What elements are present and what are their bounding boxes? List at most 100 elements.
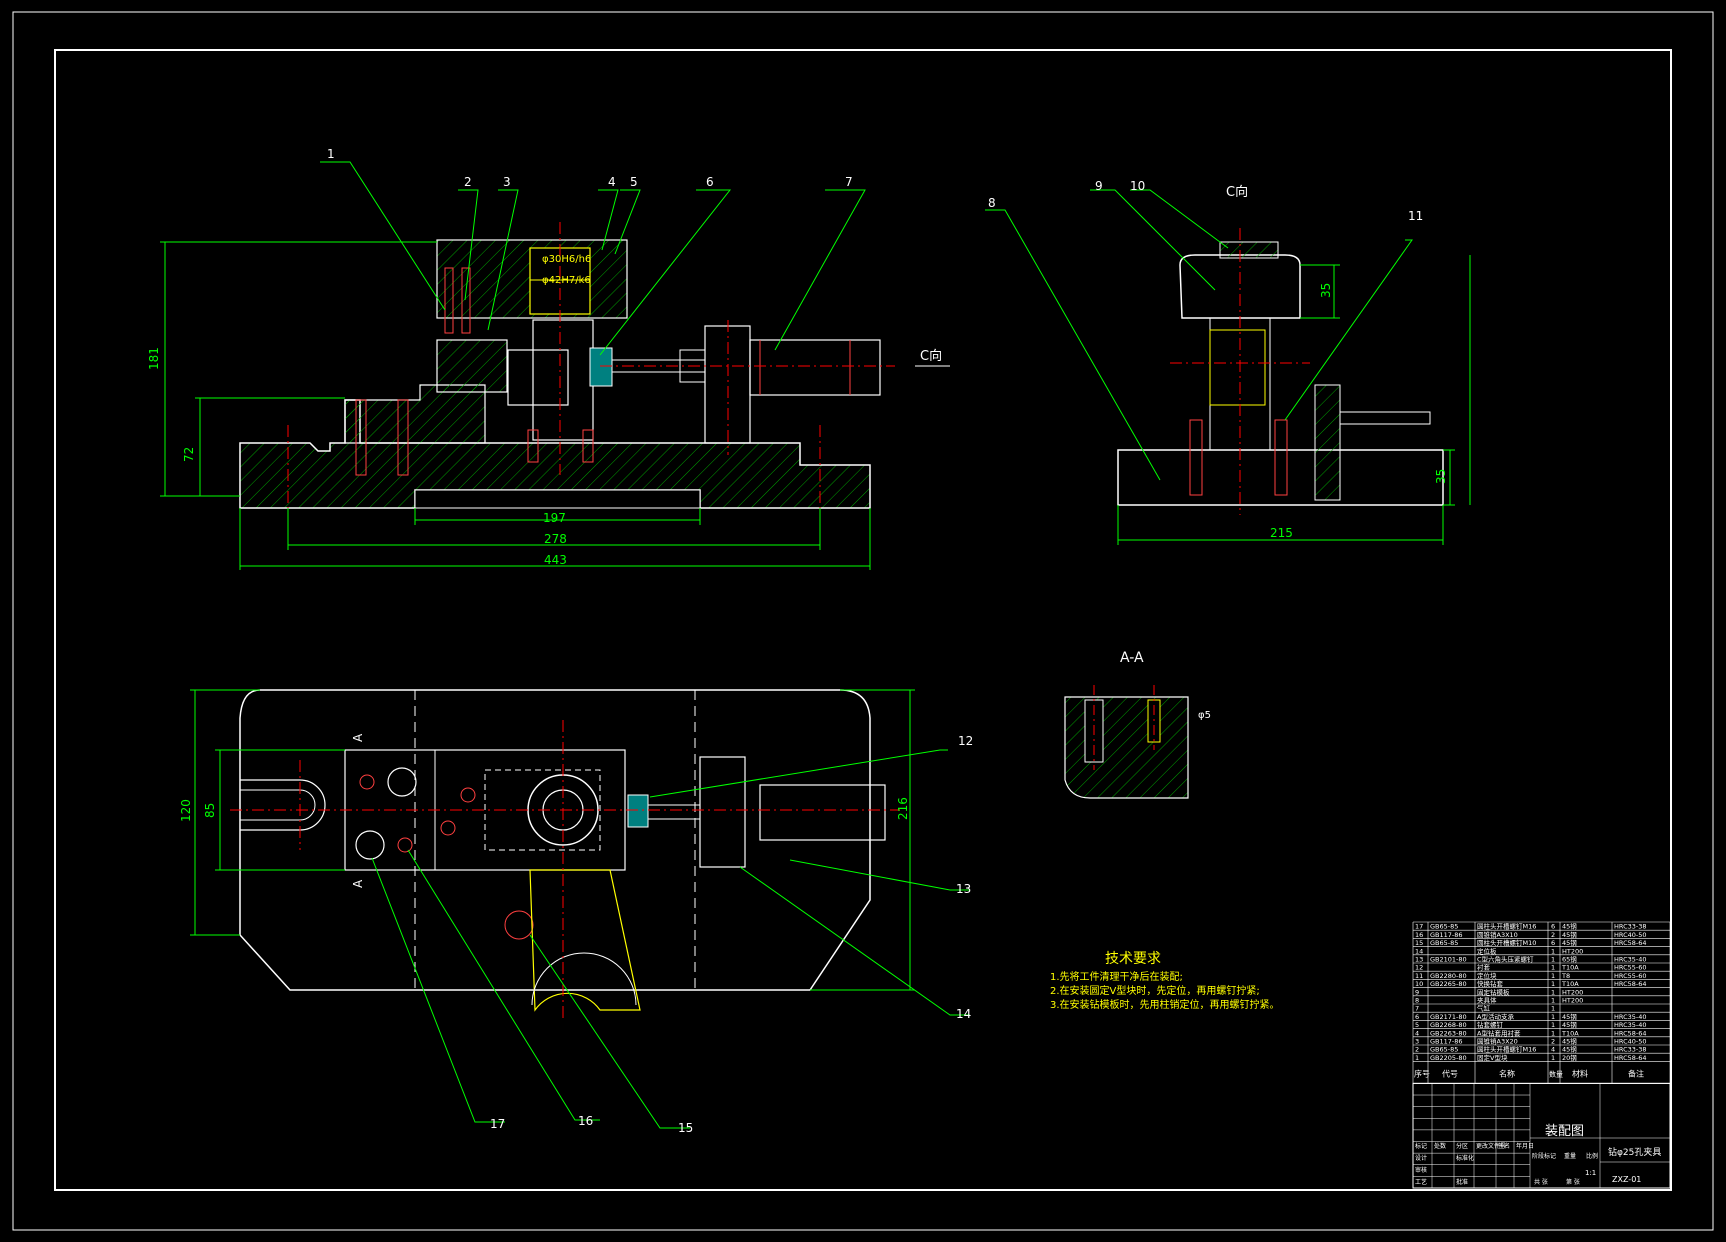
bom-cell-code: GB2280-80	[1430, 972, 1467, 980]
plan-dim-216: 216	[896, 797, 910, 820]
side-dimensions	[1117, 255, 1471, 545]
bom-header-material: 材料	[1572, 1068, 1588, 1078]
front-dim-278: 278	[544, 532, 567, 546]
bom-cell-qty: 2	[1551, 931, 1555, 939]
bom-cell-qty: 1	[1551, 1005, 1555, 1013]
side-view: C向 215 35 35	[985, 179, 1471, 545]
side-leaders	[985, 189, 1413, 481]
section-aa-title: A-A	[1120, 650, 1144, 666]
plan-u-slot-inner	[240, 789, 316, 821]
bom-cell-remark: HRC35-40	[1614, 1013, 1647, 1021]
balloon-13: 13	[956, 882, 971, 896]
plan-cylinder-body	[759, 784, 886, 841]
bom-cell-name: 衬套	[1477, 963, 1491, 972]
title-label: 工艺	[1415, 1178, 1427, 1186]
title-part-name: 钻φ25孔夹具	[1608, 1146, 1661, 1158]
section-aa-fit: φ5	[1198, 710, 1211, 721]
section-aa-body	[1064, 696, 1189, 799]
bom-cell-no: 12	[1415, 964, 1423, 972]
section-mark-a-top: A	[351, 733, 365, 742]
plan-piston-rod	[639, 804, 701, 820]
plan-view: A A 120 85 216 12 13 14 15 16 17	[179, 689, 973, 1135]
front-fit-upper: φ30H6/h6	[542, 254, 591, 265]
plan-pin-3	[460, 787, 476, 803]
bom-cell-no: 7	[1415, 1005, 1419, 1013]
bom-header-name: 名称	[1499, 1068, 1515, 1078]
bom-cell-remark: HRC58-64	[1614, 939, 1647, 947]
bom-cell-qty: 2	[1551, 1038, 1555, 1046]
front-bolt-3	[355, 399, 367, 476]
balloon-2: 2	[464, 175, 472, 189]
bom-cell-code: GB2265-80	[1430, 980, 1467, 988]
title-block-frame	[1412, 1082, 1671, 1189]
tech-req-item-3: 3.在安装钻模板时，先用柱销定位，再用螺钉拧紧。	[1050, 998, 1280, 1011]
title-label: 更改文件号	[1476, 1142, 1506, 1150]
bom-cell-name: 固定钻模板	[1477, 987, 1510, 996]
plan-dim-120: 120	[179, 799, 193, 822]
bom-cell-qty: 1	[1551, 947, 1555, 955]
bom-cell-no: 3	[1415, 1038, 1419, 1046]
tech-req-item-2: 2.在安装圆定V型块时，先定位，再用螺钉拧紧;	[1050, 984, 1260, 997]
side-bolt-right	[1274, 419, 1288, 496]
balloon-11: 11	[1408, 209, 1423, 223]
tech-req-title: 技术要求	[1105, 951, 1161, 967]
plan-leaders	[371, 749, 970, 1129]
side-cylinder-rod	[1339, 411, 1431, 425]
title-label: 标准化	[1456, 1154, 1474, 1162]
bom-cell-material: T10A	[1561, 964, 1579, 972]
bom-cell-material: HT200	[1562, 988, 1583, 996]
bom-cell-material: T8	[1561, 972, 1570, 980]
plan-screw-head-2	[355, 830, 385, 860]
front-bolt-1	[444, 267, 454, 334]
title-drawing-name: 装配图	[1545, 1124, 1584, 1139]
bom-cell-name: C型六角头压紧螺钉	[1477, 955, 1534, 964]
section-aa: A-A φ5	[1064, 650, 1211, 799]
plan-pin-2	[397, 837, 413, 853]
balloon-17: 17	[490, 1117, 505, 1131]
plan-cylinder-mount	[699, 756, 746, 868]
bom-cell-no: 10	[1415, 980, 1423, 988]
bom-cell-qty: 6	[1551, 939, 1555, 947]
bom-cell-material: HT200	[1562, 997, 1583, 1005]
bom-cell-no: 15	[1415, 939, 1423, 947]
title-label: 比例	[1586, 1152, 1598, 1160]
plan-u-slot	[240, 779, 326, 831]
bom-cell-no: 4	[1415, 1029, 1419, 1037]
inner-frame-border	[54, 49, 1672, 1191]
plan-pin-4	[440, 820, 456, 836]
bom-cell-name: 钻套螺钉	[1477, 1020, 1504, 1029]
tech-requirements: 技术要求 1.先将工件清理干净后在装配; 2.在安装圆定V型块时，先定位，再用螺…	[1050, 951, 1280, 1011]
balloon-15: 15	[678, 1121, 693, 1135]
bom-cell-remark: HRC58-64	[1614, 1054, 1647, 1062]
bom-cell-name: 固定V型块	[1477, 1053, 1508, 1062]
plan-pin-5	[504, 910, 534, 940]
bom-cell-material: 45钢	[1562, 923, 1577, 931]
bom-cell-no: 1	[1415, 1054, 1419, 1062]
front-cylinder-body	[749, 339, 881, 396]
title-drawing-no: ZXZ-01	[1612, 1175, 1641, 1184]
front-bolt-5	[527, 429, 539, 463]
balloon-8: 8	[988, 196, 996, 210]
front-bolt-6	[582, 429, 594, 463]
bom-cell-material: 20钢	[1562, 1054, 1577, 1062]
bom-cell-no: 14	[1415, 947, 1423, 955]
balloon-3: 3	[503, 175, 511, 189]
plan-dim-85: 85	[203, 803, 217, 818]
bom-cell-code: GB2268-80	[1430, 1021, 1467, 1029]
bom-cell-remark: HRC33-38	[1614, 1046, 1647, 1054]
balloon-5: 5	[630, 175, 638, 189]
bom-cell-no: 6	[1415, 1013, 1419, 1021]
title-block: 装配图钻φ25孔夹具ZXZ-011:1标记处数分区更改文件号签名年月日设计标准化…	[1412, 1082, 1671, 1189]
bom-cell-no: 8	[1415, 997, 1419, 1005]
bom-cell-material: 45钢	[1562, 1038, 1577, 1046]
balloon-7: 7	[845, 175, 853, 189]
bom-cell-qty: 1	[1551, 980, 1555, 988]
bom-cell-qty: 1	[1551, 964, 1555, 972]
front-base-recess	[414, 489, 701, 509]
bom-cell-code: GB2263-80	[1430, 1029, 1467, 1037]
title-label: 年月日	[1516, 1142, 1534, 1150]
bom-cell-qty: 1	[1551, 1029, 1555, 1037]
bom-cell-qty: 4	[1551, 1046, 1555, 1054]
title-label: 共 张	[1534, 1178, 1548, 1186]
